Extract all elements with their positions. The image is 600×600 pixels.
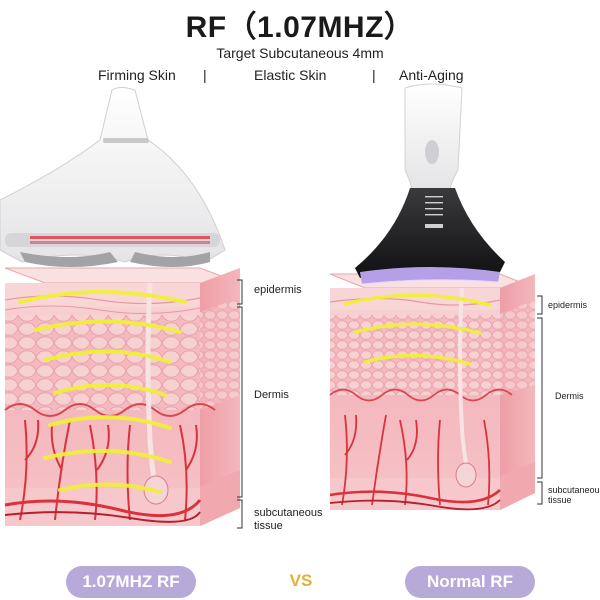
feature-divider-2: | bbox=[372, 67, 376, 83]
label-1-07mhz-rf: 1.07MHZ RF bbox=[66, 566, 196, 598]
left-label-dermis: Dermis bbox=[254, 389, 289, 401]
feature-elastic-skin: Elastic Skin bbox=[254, 67, 327, 83]
feature-list: Firming Skin | Elastic Skin | Anti-Aging bbox=[0, 67, 600, 87]
left-label-tissue: tissue bbox=[254, 520, 283, 532]
right-label-dermis: Dermis bbox=[555, 391, 584, 401]
right-label-tissue: tissue bbox=[548, 495, 572, 505]
feature-divider-1: | bbox=[203, 67, 207, 83]
left-label-subcutaneous: subcutaneous bbox=[254, 507, 323, 519]
right-label-epidermis: epidermis bbox=[548, 300, 588, 310]
feature-firming-skin: Firming Skin bbox=[98, 67, 176, 83]
left-skin-block bbox=[4, 267, 241, 526]
left-rf-device bbox=[0, 87, 226, 267]
page-title: RF（1.07MHZ） bbox=[185, 11, 415, 44]
label-normal-rf: Normal RF bbox=[405, 566, 535, 598]
right-skin-block bbox=[329, 273, 536, 511]
feature-anti-aging: Anti-Aging bbox=[399, 67, 464, 83]
right-label-subcutaneous: subcutaneous bbox=[548, 485, 600, 495]
left-label-epidermis: epidermis bbox=[254, 284, 302, 296]
right-layer-bracket bbox=[537, 295, 543, 505]
right-rf-device bbox=[355, 83, 505, 285]
subtitle: Target Subcutaneous 4mm bbox=[216, 45, 384, 61]
vs-label: VS bbox=[289, 571, 313, 590]
left-layer-bracket bbox=[237, 279, 243, 529]
